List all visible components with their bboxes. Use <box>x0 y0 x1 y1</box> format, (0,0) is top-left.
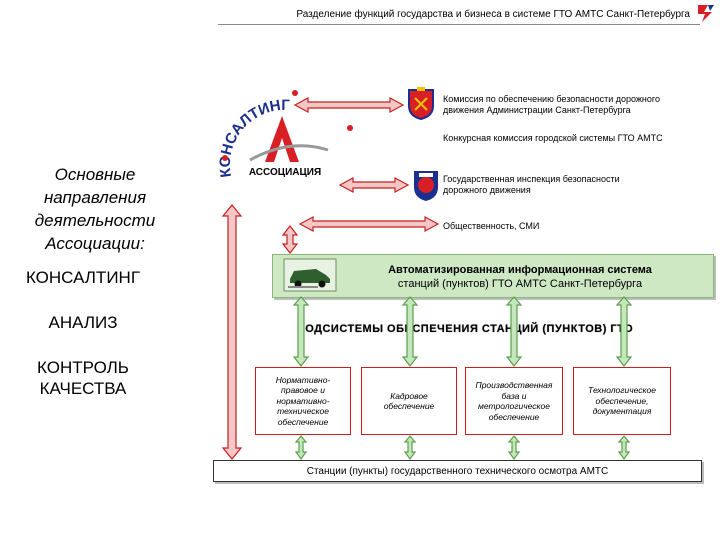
emblem-label-bg <box>242 164 328 178</box>
entity-tender-commission: Конкурсная комиссия городской системы ГТ… <box>443 133 663 143</box>
direction-quality-control: КОНТРОЛЬ КАЧЕСТВА <box>37 358 129 398</box>
arrow-ais-sub-4 <box>615 296 633 367</box>
subsystems-title: ПОДСИСТЕМЫ ОБЕСПЕЧЕНИЯ СТАНЦИЙ (ПУНКТОВ)… <box>296 323 634 335</box>
emblem-dot <box>222 155 228 161</box>
stations-label: Станции (пункты) государственного технич… <box>306 465 609 477</box>
arrow-entity-3 <box>298 215 440 233</box>
subsystem-production-metrology: Производственная база и метрологическое … <box>465 367 563 435</box>
arrow-emblem-ais <box>281 225 299 254</box>
ais-subtitle: станций (пунктов) ГТО АМТС Санкт-Петербу… <box>397 278 643 290</box>
car-inspection-icon <box>283 258 337 292</box>
slide-title: Разделение функций государства и бизнеса… <box>296 9 690 20</box>
ais-box <box>272 254 714 298</box>
arrow-sub-station-2 <box>403 435 417 461</box>
arrow-sub-station-3 <box>507 435 521 461</box>
subsystem-personnel: Кадровое обеспечение <box>361 367 457 435</box>
arrow-entity-1 <box>293 96 405 114</box>
entity-road-safety-commission: Комиссия по обеспечению безопасности дор… <box>443 94 660 115</box>
subsystem-technology-docs: Технологическое обеспечение, документаци… <box>573 367 671 435</box>
stations-bar: Станции (пункты) государственного технич… <box>213 460 702 482</box>
arrow-ais-sub-3 <box>505 296 523 367</box>
arrow-entity-2 <box>338 176 410 194</box>
association-logo-icon <box>698 5 714 22</box>
emblem-dot <box>292 90 298 96</box>
subsystem-label: Кадровое обеспечение <box>383 390 435 412</box>
arrow-sub-station-4 <box>617 435 631 461</box>
direction-consulting: КОНСАЛТИНГ <box>25 268 141 287</box>
association-emblem: КОНСАЛТИНГ АССОЦИАЦИЯ <box>217 90 353 211</box>
subsystem-label: Производственная база и метрологическое … <box>475 380 553 422</box>
arrow-sub-station-1 <box>294 435 308 461</box>
ais-title: Автоматизированная информационная систем… <box>388 264 652 276</box>
arrow-left-vertical <box>221 204 243 460</box>
emblem-swoosh <box>249 144 329 162</box>
entity-public-media: Общественность, СМИ <box>443 221 540 231</box>
entity-traffic-inspection: Государственная инспекция безопасности д… <box>443 174 620 195</box>
emblem-center-label: АССОЦИАЦИЯ <box>249 167 321 178</box>
header-divider <box>218 24 700 25</box>
subsystem-regulatory: Нормативно-правовое и нормативно-техниче… <box>255 367 351 435</box>
emblem-dot <box>347 125 353 131</box>
arrow-ais-sub-1 <box>292 296 310 367</box>
direction-analysis: АНАЛИЗ <box>48 313 118 332</box>
subsystem-label: Технологическое обеспечение, документаци… <box>588 385 656 417</box>
gibdd-emblem-icon <box>414 171 438 201</box>
arrow-ais-sub-2 <box>401 296 419 367</box>
spb-coat-of-arms-icon <box>408 87 434 120</box>
subsystem-label: Нормативно-правовое и нормативно-техниче… <box>275 374 331 427</box>
directions-heading: Основные направления деятельности Ассоци… <box>34 165 156 253</box>
